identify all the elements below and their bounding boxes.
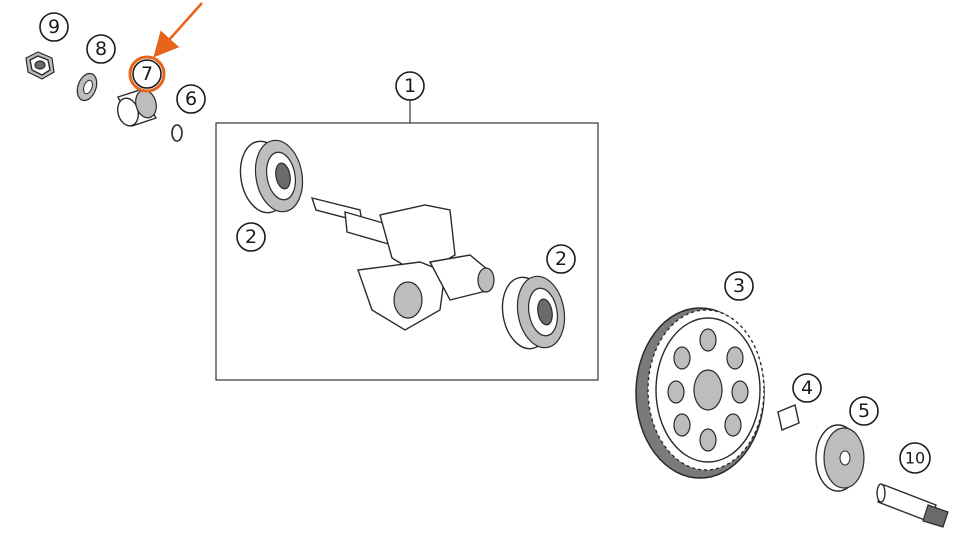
callout-9: 9 — [39, 12, 69, 42]
svg-text:2: 2 — [245, 226, 257, 248]
bushing-part-7 — [116, 89, 158, 127]
callout-2-right: 2 — [546, 244, 576, 274]
callout-4: 4 — [792, 373, 822, 403]
washer-part-8 — [76, 72, 98, 102]
svg-text:7: 7 — [141, 63, 153, 85]
svg-text:8: 8 — [95, 38, 107, 60]
callout-5: 5 — [849, 396, 879, 426]
o-ring-part-6 — [171, 124, 183, 142]
callout-3: 3 — [724, 271, 754, 301]
svg-text:3: 3 — [733, 275, 745, 297]
bearing-left-part-2 — [239, 139, 304, 214]
gear-part-3 — [635, 307, 765, 479]
svg-text:5: 5 — [858, 400, 870, 422]
bolt-part-10 — [876, 483, 949, 528]
washer-part-5 — [815, 424, 865, 492]
nut-part-9 — [25, 51, 55, 80]
highlight-arrow — [153, 2, 203, 58]
crankshaft-assembly-box — [215, 122, 599, 381]
svg-text:9: 9 — [48, 16, 60, 38]
callout-7: 7 — [132, 59, 162, 89]
svg-text:6: 6 — [185, 88, 197, 110]
svg-text:4: 4 — [801, 377, 813, 399]
key-part-4 — [777, 404, 800, 431]
bearing-right-part-2 — [501, 275, 566, 350]
svg-text:10: 10 — [905, 449, 925, 468]
svg-text:2: 2 — [555, 248, 567, 270]
callout-6: 6 — [176, 84, 206, 114]
crankshaft-part-1 — [310, 197, 495, 331]
callout-2-left: 2 — [236, 222, 266, 252]
callout-10: 10 — [899, 442, 931, 474]
highlight-ring — [128, 55, 166, 93]
callout-8: 8 — [86, 34, 116, 64]
callout-1: 1 — [395, 71, 425, 101]
svg-text:1: 1 — [404, 75, 416, 97]
